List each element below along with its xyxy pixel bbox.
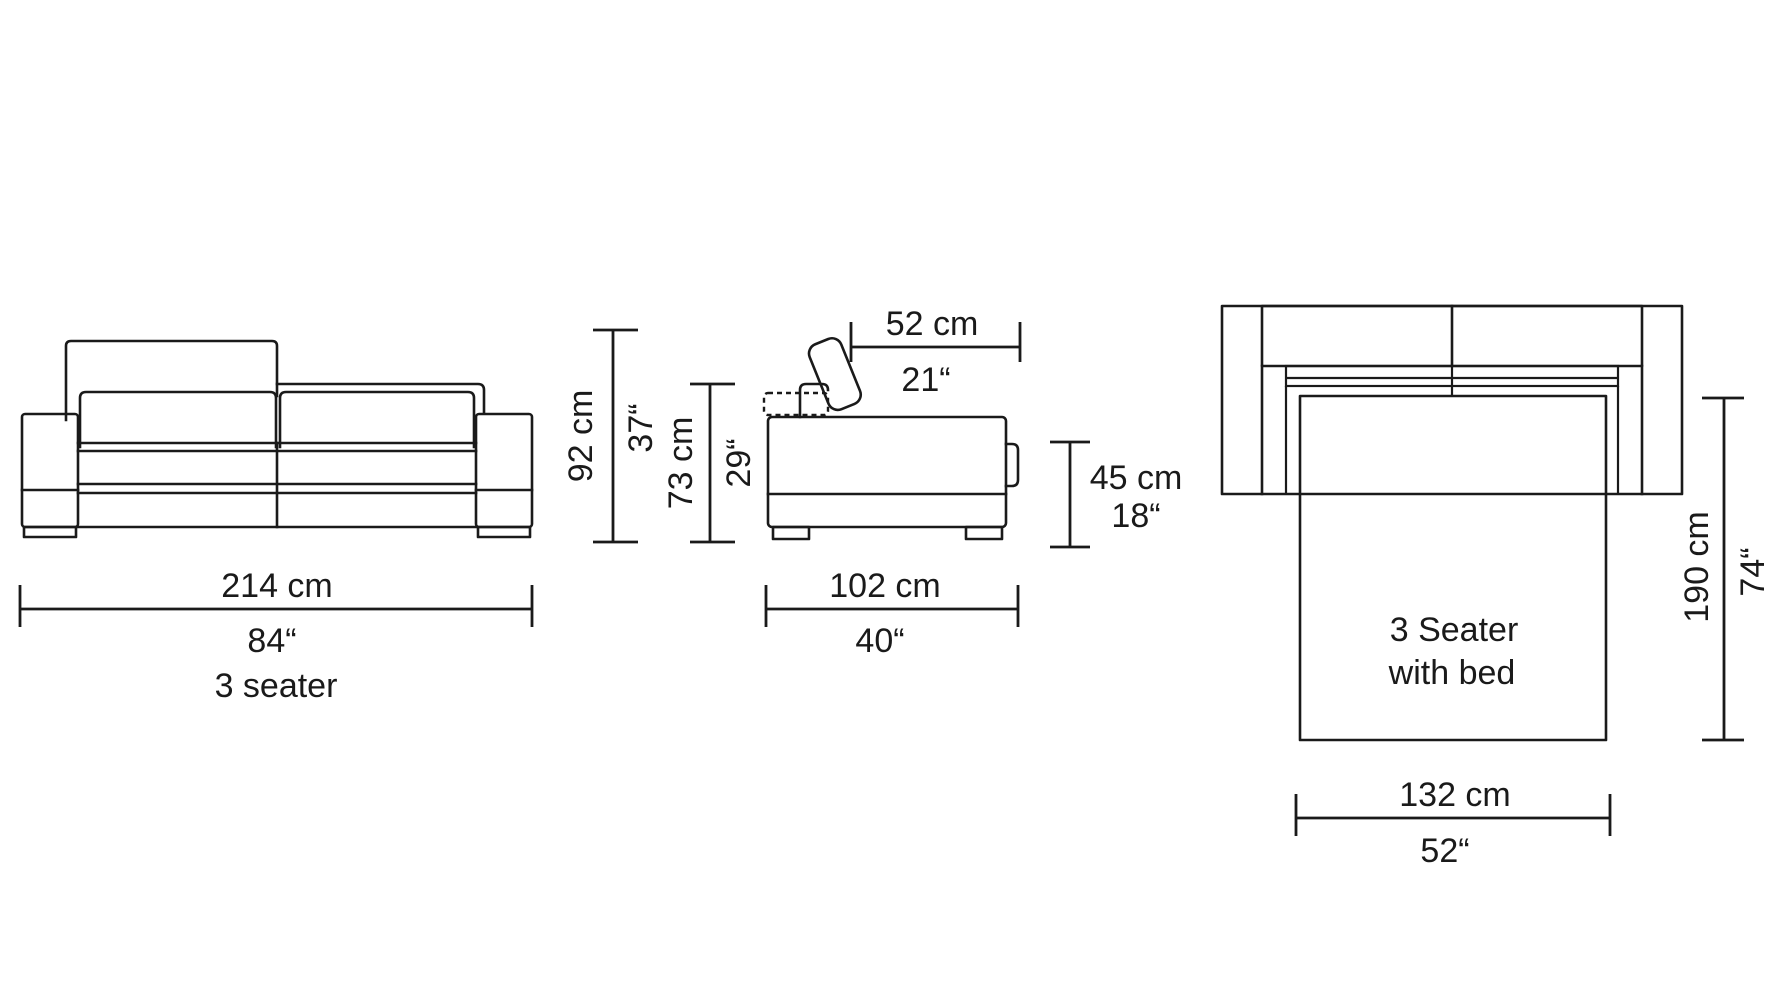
front-width-cm: 214 cm — [221, 567, 333, 605]
sofa-side-outline — [762, 336, 1020, 541]
side-view: 92 cm 37“ 73 cm 29“ — [562, 305, 1182, 660]
back-height-dimension: 73 cm 29“ — [662, 382, 758, 544]
back-height-cm: 73 cm — [662, 417, 700, 510]
depth-cm: 102 cm — [829, 567, 941, 605]
bed-width-dimension: 132 cm 52“ — [1294, 776, 1612, 870]
bed-width-cm: 132 cm — [1399, 776, 1511, 814]
headrest-depth-in: 21“ — [901, 361, 950, 399]
depth-in: 40“ — [855, 622, 904, 660]
headrest-depth-cm: 52 cm — [886, 305, 979, 343]
bed-length-in: 74“ — [1734, 547, 1772, 596]
bed-length-cm: 190 cm — [1678, 511, 1716, 623]
front-view: 214 cm 84“ 3 seater — [18, 339, 534, 705]
total-height-dimension: 92 cm 37“ — [562, 328, 660, 544]
front-width-in: 84“ — [247, 622, 296, 660]
sofa-top-outline — [1220, 304, 1684, 742]
sofa-front-outline — [20, 339, 534, 539]
bed-label-line1: 3 Seater — [1390, 611, 1519, 649]
depth-dimension: 102 cm 40“ — [764, 567, 1020, 660]
seat-height-dimension: 45 cm 18“ — [1050, 440, 1183, 549]
headrest-depth-dimension: 52 cm 21“ — [849, 305, 1022, 399]
front-caption: 3 seater — [215, 667, 338, 705]
top-view: 3 Seater with bed 190 cm 74“ 132 cm 52“ — [1220, 304, 1772, 870]
bed-label-line2: with bed — [1388, 654, 1516, 692]
total-height-in: 37“ — [622, 403, 660, 452]
total-height-cm: 92 cm — [562, 390, 600, 483]
bed-length-dimension: 190 cm 74“ — [1678, 396, 1772, 742]
seat-height-cm: 45 cm — [1090, 459, 1183, 497]
front-width-dimension: 214 cm 84“ 3 seater — [18, 567, 534, 705]
seat-height-in: 18“ — [1111, 497, 1160, 535]
bed-width-in: 52“ — [1420, 832, 1469, 870]
back-height-in: 29“ — [720, 438, 758, 487]
